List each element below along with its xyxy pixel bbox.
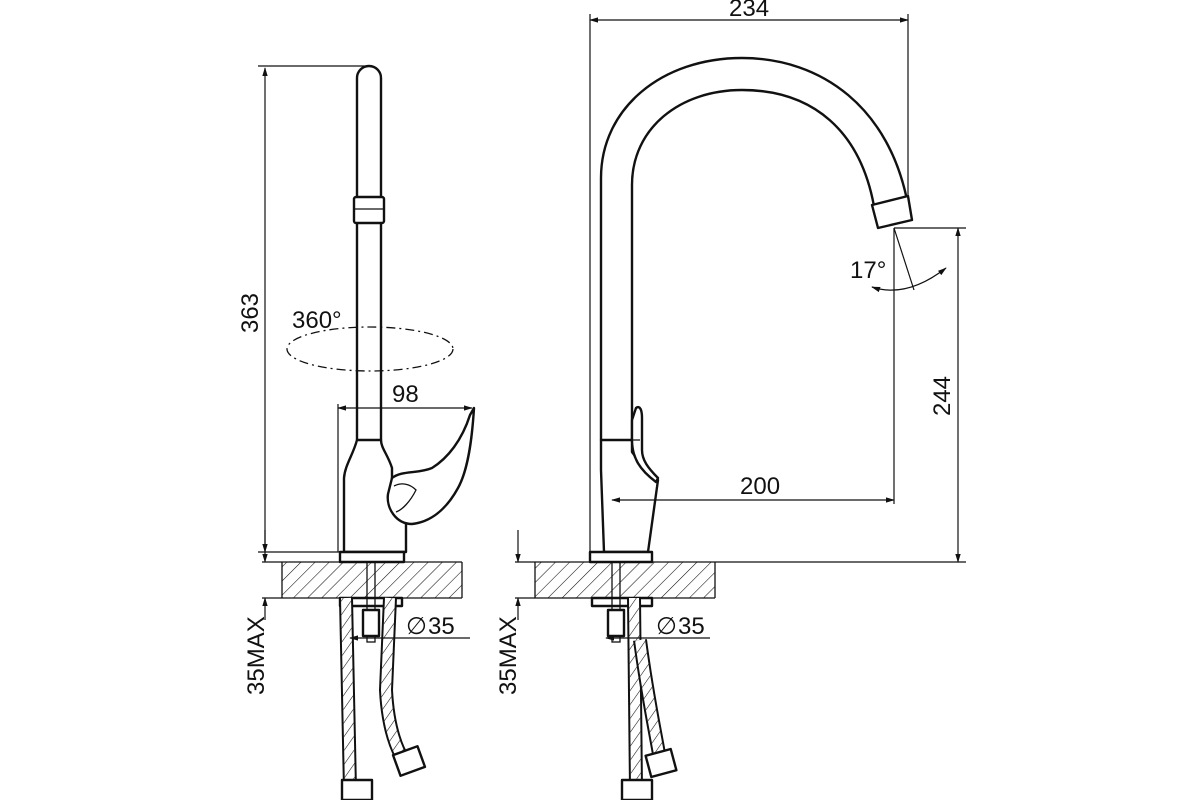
body-front	[599, 438, 660, 554]
aerator-ring-side	[352, 195, 386, 225]
rotation-ellipse	[286, 326, 454, 372]
spout-arch	[599, 56, 910, 442]
mounting-stud-front	[611, 561, 621, 643]
dim-spout-height: 244	[929, 376, 956, 416]
countertop-left	[282, 562, 462, 598]
dim-hole-diameter-left: 35	[428, 613, 455, 640]
dim-spout-reach: 200	[740, 473, 780, 500]
base-plate-side	[338, 550, 406, 564]
dim-spout-angle: 17°	[850, 257, 886, 284]
dim-max-thickness-right: 35MAX	[495, 616, 522, 695]
handle-side	[386, 406, 476, 526]
diameter-symbol-right: ∅	[656, 613, 677, 640]
base-plate-front	[588, 550, 654, 564]
spout-tube-side	[355, 64, 383, 442]
dim-rotation-angle: 360°	[292, 307, 342, 334]
front-view	[515, 14, 966, 800]
dim-total-height: 363	[237, 293, 264, 333]
dim-total-reach: 234	[729, 0, 769, 22]
aerator-front	[870, 194, 914, 230]
dim-max-thickness-left: 35MAX	[243, 616, 270, 695]
dim-hole-diameter-right: 35	[678, 613, 705, 640]
side-view	[258, 64, 476, 800]
countertop-right	[535, 562, 715, 598]
dim-handle-reach: 98	[392, 381, 419, 408]
diameter-symbol-left: ∅	[406, 613, 427, 640]
mounting-stud-side	[366, 561, 376, 643]
handle-front	[630, 405, 660, 484]
